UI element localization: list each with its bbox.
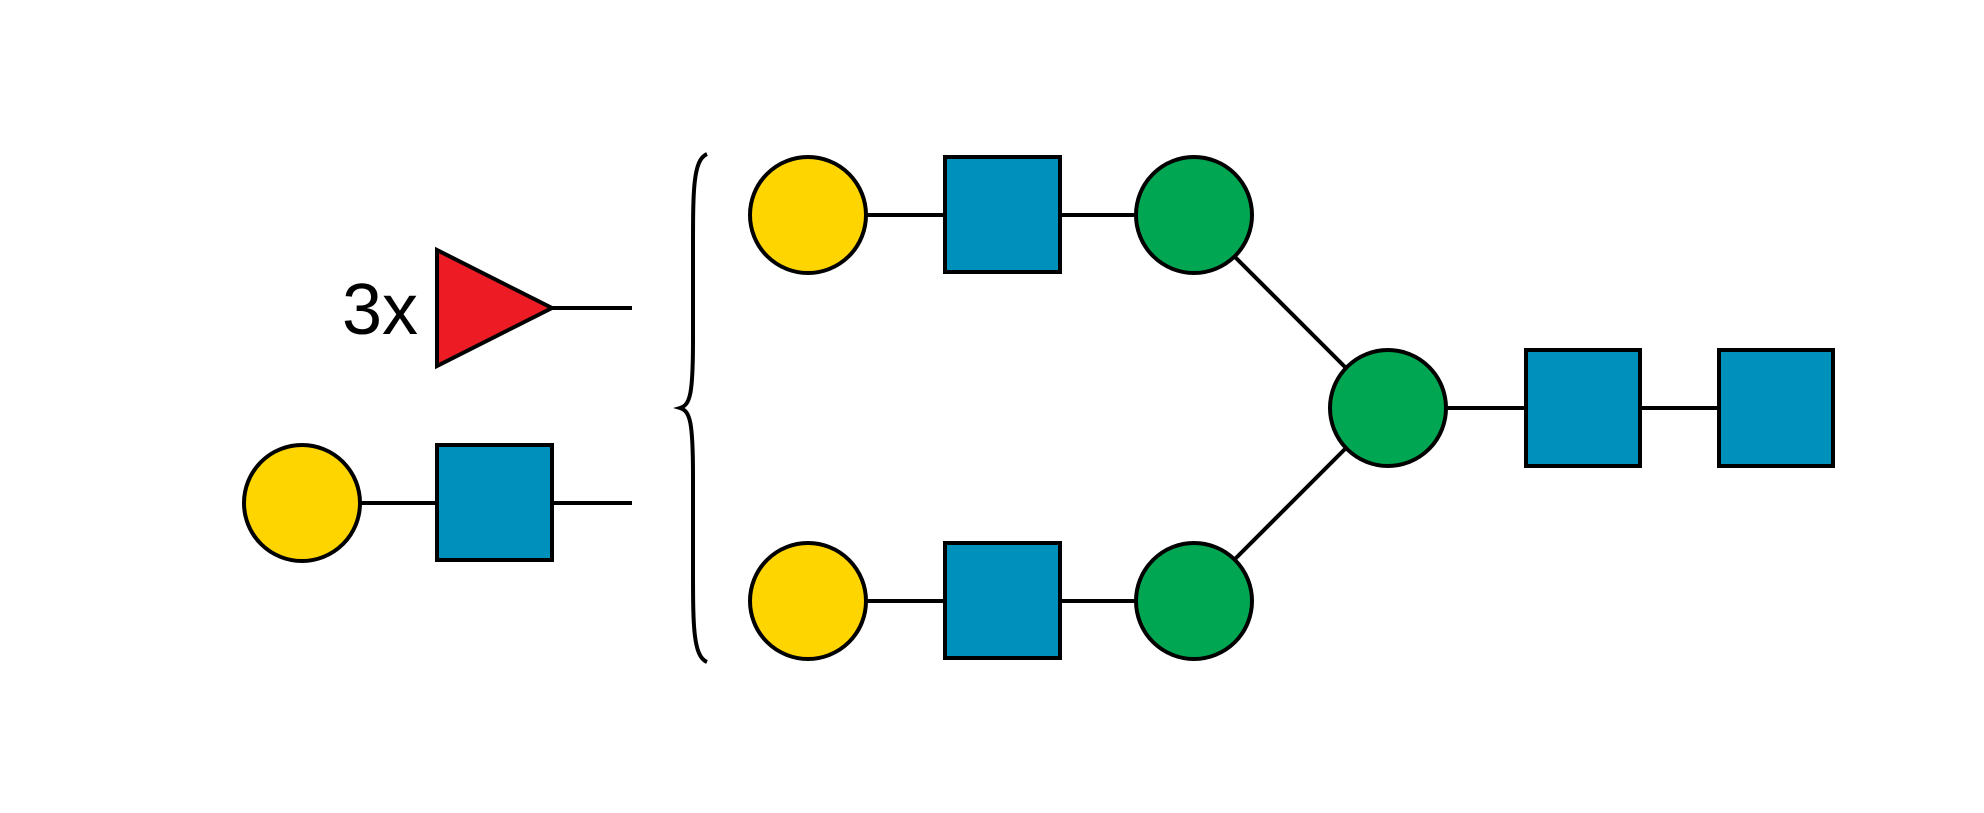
- main-structure-links: [866, 213, 1719, 603]
- link-lower-man-core-man: [1230, 443, 1351, 564]
- lacnac-galactose-circle: [242, 443, 362, 563]
- fucose-multiplier-label: 3x: [342, 270, 418, 350]
- lower-mannose-circle: [1134, 541, 1254, 661]
- core-glcnac-square-1: [1524, 348, 1642, 468]
- main-structure-residues: [748, 155, 1835, 661]
- fucose-triangle: [435, 246, 557, 370]
- upper-glcnac-square: [943, 155, 1062, 274]
- fucose-substituent: 3x: [342, 246, 632, 370]
- core-mannose-circle: [1328, 348, 1448, 468]
- antenna-bracket: [673, 152, 709, 664]
- core-glcnac-square-2: [1717, 348, 1835, 468]
- lower-glcnac-square: [943, 541, 1062, 660]
- lacnac-substituent: [242, 443, 632, 563]
- upper-mannose-circle: [1134, 155, 1254, 275]
- link-upper-man-core-man: [1230, 252, 1351, 373]
- upper-galactose-circle: [748, 155, 868, 275]
- lower-galactose-circle: [748, 541, 868, 661]
- lacnac-glcnac-square: [435, 443, 554, 562]
